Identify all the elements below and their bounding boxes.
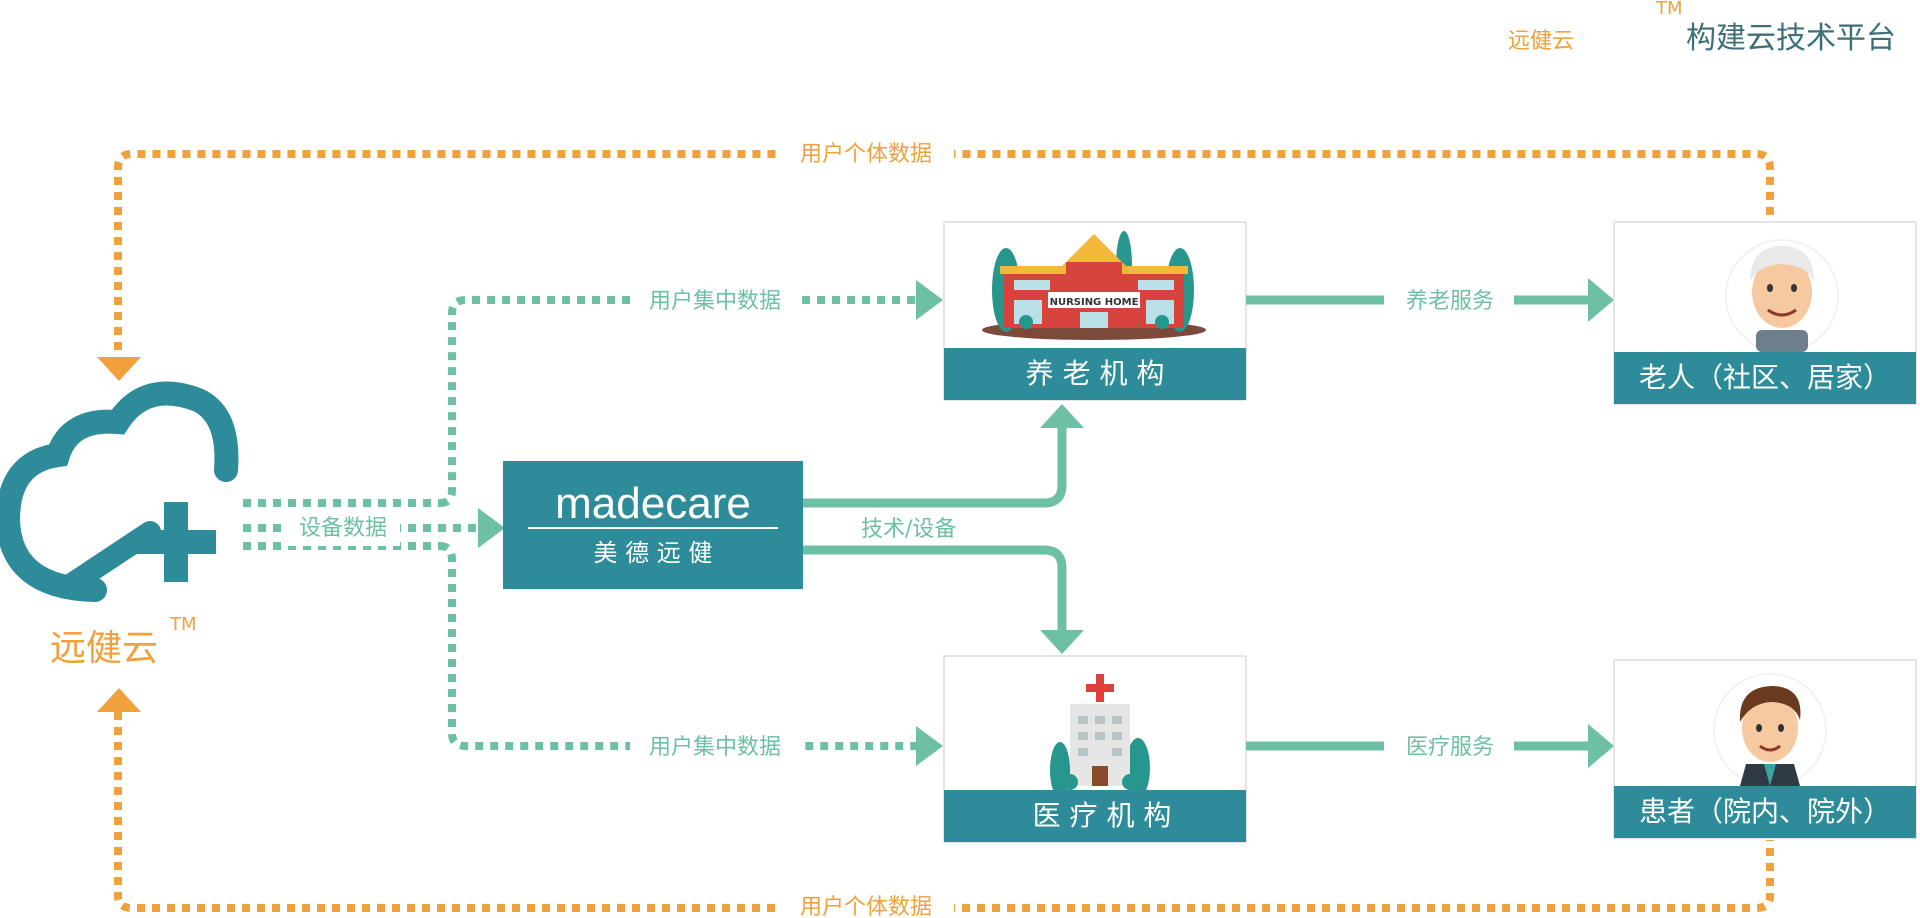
nursing-home-icon: NURSING HOME [982,231,1206,340]
medical-title: 医 疗 机 构 [1033,799,1172,832]
patient-avatar-icon [1713,673,1827,787]
tech-device-label: 技术/设备 [861,517,956,542]
patient-title: 患者（院内、院外） [1639,795,1891,828]
madecare-logo: madecare [555,479,751,528]
medical-service-flow: 医疗服务 [1246,724,1614,768]
device-data-label: 设备数据 [299,516,387,541]
cloud-logo [0,381,239,602]
elderly-box: 老人（社区、居家） [1613,221,1917,405]
cloud-icon [0,381,239,602]
header-brand: 远健云 [1508,29,1574,54]
cloud-logo-label: 远健云 [50,628,158,669]
elderly-service-arrow [1588,278,1614,322]
central-data-top-label: 用户集中数据 [649,289,781,314]
tech-arrow-down [1040,630,1084,654]
patient-box: 患者（院内、院外） [1613,659,1917,839]
header-tm: TM [1655,0,1683,19]
elderly-service-label: 养老服务 [1406,289,1494,314]
medical-service-arrow [1588,724,1614,768]
elderly-service-flow: 养老服务 [1246,278,1614,322]
medical-service-label: 医疗服务 [1406,735,1494,760]
individual-data-bottom-label: 用户个体数据 [800,895,932,918]
elderly-title: 老人（社区、居家） [1639,361,1891,394]
tech-device-lines [803,425,1067,632]
nursing-home-box: NURSING HOME 养 老 机 构 [943,221,1247,401]
tech-arrow-up [1040,404,1084,428]
madecare-box: madecare 美 德 远 健 [503,461,803,589]
orange-arrow-up [97,688,141,712]
device-data-arrow [478,508,505,548]
hospital-icon [1050,674,1150,798]
central-data-lines [243,296,916,750]
elderly-avatar-icon [1725,239,1839,353]
header-tagline: 构建云技术平台 [1686,21,1896,56]
central-data-bottom-arrow [916,726,943,766]
individual-data-top-label: 用户个体数据 [800,142,932,167]
nursing-home-sign: NURSING HOME [1050,297,1139,308]
central-data-bottom-path [439,542,916,750]
central-data-top-path [439,296,916,507]
nursing-home-title: 养 老 机 构 [1026,357,1165,390]
individual-data-loop [114,150,1774,912]
orange-arrow-down [97,357,141,381]
central-data-bottom-label: 用户集中数据 [649,735,781,760]
central-data-top-arrow [916,280,943,320]
madecare-subtitle: 美 德 远 健 [594,539,713,567]
individual-data-top-path [114,150,1774,365]
medical-box: 医 疗 机 构 [943,655,1247,843]
cloud-logo-tm: TM [169,614,197,635]
individual-data-bottom-path [114,712,1774,912]
